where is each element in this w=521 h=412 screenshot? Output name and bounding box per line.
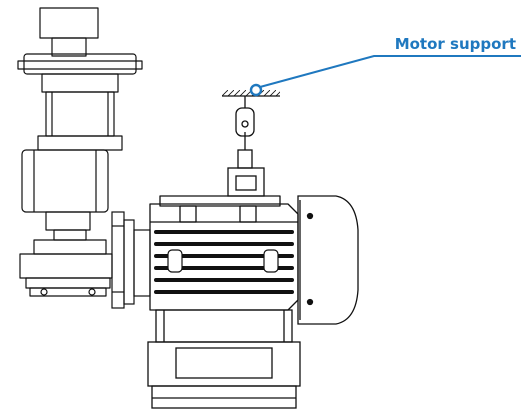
callout-leader — [249, 55, 521, 97]
motor-support-label: Motor support — [395, 35, 516, 53]
motor-base — [147, 309, 301, 409]
left-pump-assembly — [17, 7, 143, 297]
motor-end-cap — [297, 195, 359, 325]
motor-support-bracket — [227, 96, 265, 197]
coupling-flange — [111, 211, 151, 309]
fin-clamps — [167, 249, 279, 273]
